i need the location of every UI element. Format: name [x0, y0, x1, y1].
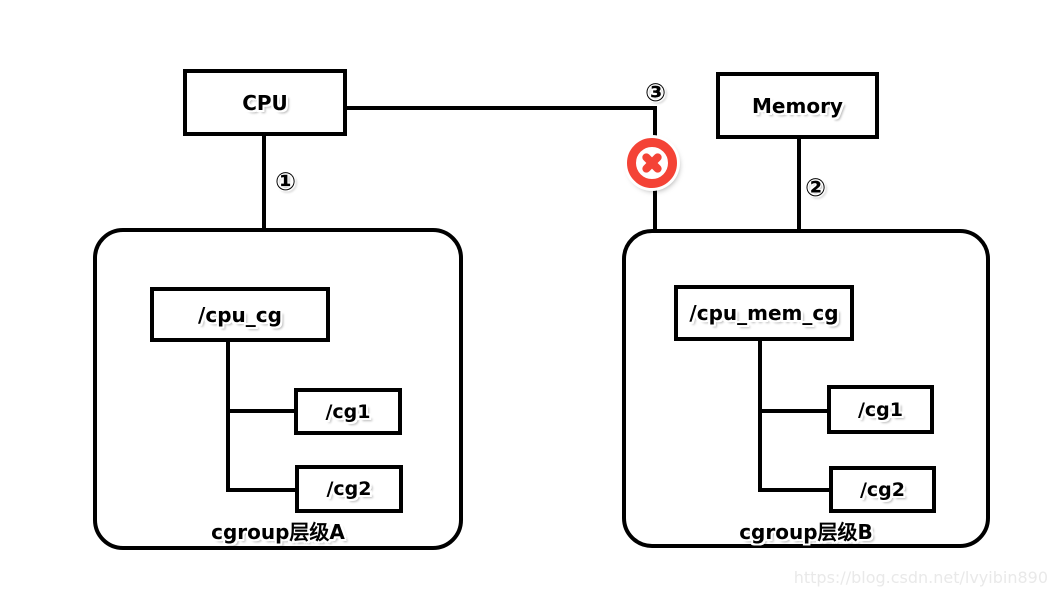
- cgroup-b-cg2-label: /cg2: [859, 478, 906, 501]
- memory-subsystem-box: Memory: [716, 72, 879, 139]
- cgroup-b-root-label: /cpu_mem_cg: [689, 301, 839, 325]
- cgroup-b-root-box: /cpu_mem_cg: [674, 285, 854, 341]
- connector-memory-to-group-b: [797, 139, 801, 229]
- cgroup-b-cg1-label: /cg1: [857, 398, 904, 421]
- cgroup-a-root-label: /cpu_cg: [198, 302, 282, 327]
- cgroup-b-cg1-box: /cg1: [827, 385, 934, 434]
- cgroup-hierarchy-a-container: /cpu_cg /cg1 /cg2 cgroup层级A: [93, 228, 463, 550]
- marker-1: ①: [275, 167, 297, 196]
- tree-a-trunk-line: [226, 342, 230, 492]
- watermark-url: https://blog.csdn.net/lvyibin890: [793, 568, 1048, 587]
- connector-cpu-to-group-b-horizontal: [347, 106, 657, 110]
- cgroup-b-caption: cgroup层级B: [739, 520, 873, 544]
- cgroup-a-cg1-box: /cg1: [294, 388, 402, 435]
- cgroup-a-cg1-label: /cg1: [325, 400, 371, 423]
- cgroup-a-root-box: /cpu_cg: [150, 287, 330, 342]
- cgroup-a-caption: cgroup层级A: [211, 520, 345, 544]
- cgroup-hierarchy-b-container: /cpu_mem_cg /cg1 /cg2 cgroup层级B: [622, 229, 990, 548]
- cpu-subsystem-label: CPU: [242, 90, 288, 115]
- cgroup-b-cg2-box: /cg2: [829, 466, 936, 513]
- tree-b-trunk-line: [758, 341, 762, 492]
- cpu-subsystem-box: CPU: [183, 69, 347, 136]
- connector-cpu-to-group-a: [262, 136, 266, 228]
- tree-b-branch-cg1-line: [762, 409, 827, 413]
- cancel-x-icon: [627, 138, 677, 188]
- tree-a-branch-cg1-line: [230, 409, 294, 413]
- tree-b-branch-cg2-line: [762, 488, 829, 492]
- memory-subsystem-label: Memory: [752, 93, 843, 118]
- tree-a-branch-cg2-line: [230, 488, 295, 492]
- cgroup-a-cg2-box: /cg2: [295, 465, 403, 513]
- marker-3: ③: [645, 78, 667, 107]
- cgroup-a-cg2-label: /cg2: [326, 478, 372, 500]
- marker-2: ②: [805, 173, 827, 202]
